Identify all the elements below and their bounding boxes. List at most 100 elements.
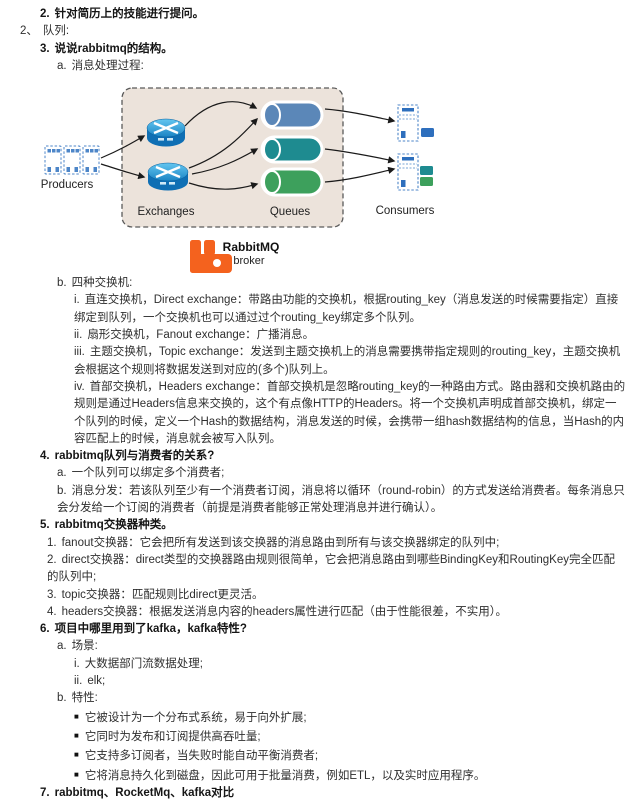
item-text: 项目中哪里用到了kafka，kafka特性? (54, 623, 247, 636)
item-marker: 2. (47, 553, 57, 566)
item-marker: 3. (40, 42, 50, 55)
rabbitmq-logo-icon (190, 240, 232, 274)
item-marker: b. (57, 484, 67, 497)
bullet-marker: ■ (74, 769, 79, 779)
item-text: 它支持多订阅者，当失败时能自动平衡消费者; (84, 750, 319, 763)
item-text: 直连交换机，Direct exchange：带路由功能的交换机，根据routin… (74, 294, 619, 324)
bullet-marker: ■ (74, 730, 79, 740)
item-marker: a. (57, 640, 67, 653)
exchange-arrows (184, 101, 259, 190)
outline-item: 2.direct交换器：direct类型的交换器路由规则很简单，它会把消息路由到… (0, 552, 640, 587)
outline-item: a. 消息处理过程: (0, 58, 640, 75)
item-marker: 7. (40, 786, 50, 799)
consumer-icon-top (397, 104, 419, 142)
queue-cylinder-green (260, 167, 324, 197)
item-marker: 6. (40, 623, 50, 636)
item-marker: 4. (40, 450, 50, 463)
item-marker: 4. (47, 605, 57, 618)
outline-item: i.直连交换机，Direct exchange：带路由功能的交换机，根据rout… (0, 292, 640, 327)
outline-item: b. 特性: (0, 690, 640, 707)
item-text: 针对简历上的技能进行提问。 (54, 8, 205, 20)
outline-item: 3. topic交换器：匹配规则比direct更灵活。 (0, 587, 640, 604)
diagram-canvas: Producers Exchanges Queues Consumers Rab… (41, 87, 435, 274)
outline-item: b. 四种交换机: (0, 275, 640, 292)
item-marker: 2、 (20, 25, 38, 38)
outline-item: b.消息分发：若该队列至少有一个消费者订阅，消息将以循环（round-robin… (0, 483, 640, 518)
item-text: 首部交换机，Headers exchange：首部交换机是忽略routing_k… (74, 380, 626, 445)
outline-item: 3. 说说rabbitmq的结构。 (0, 41, 640, 58)
consumer-icon-bottom (397, 153, 419, 191)
consumer-binding-green (420, 177, 433, 187)
item-marker: iv. (74, 380, 85, 393)
rabbitmq-architecture-diagram: Producers Exchanges Queues Consumers Rab… (0, 75, 640, 275)
item-marker: ii. (74, 329, 83, 342)
queue-cylinder-blue (260, 100, 324, 130)
item-marker: 5. (40, 519, 50, 532)
item-text: 扇形交换机，Fanout exchange：广播消息。 (87, 329, 315, 342)
item-text: 它被设计为一个分布式系统，易于向外扩展; (84, 711, 307, 724)
producer-arrows (100, 135, 146, 180)
queue-cylinder-teal (260, 135, 324, 164)
item-text: 特性: (71, 692, 98, 705)
exchanges-label: Exchanges (138, 206, 195, 218)
item-text: direct交换器：direct类型的交换器路由规则很简单，它会把消息路由到哪些… (47, 553, 615, 584)
outline-item: 2、队列: (0, 23, 640, 40)
outline-item: i. 大数据部门流数据处理; (0, 656, 640, 673)
item-marker: 3. (47, 588, 57, 601)
item-text: 场景: (71, 640, 98, 653)
item-marker: 1. (47, 536, 57, 549)
outline-item: 2. 针对简历上的技能进行提问。 (0, 6, 640, 23)
item-marker: a. (57, 59, 67, 72)
item-text: 消息分发：若该队列至少有一个消费者订阅，消息将以循环（round-robin）的… (57, 484, 625, 515)
item-text: 主题交换机，Topic exchange：发送到主题交换机上的消息需要携带指定规… (74, 346, 621, 376)
item-text: topic交换器：匹配规则比direct更灵活。 (61, 588, 264, 601)
outline-item: ■ 它支持多订阅者，当失败时能自动平衡消费者; (0, 746, 640, 765)
item-text: rabbitmq交换器种类。 (54, 519, 173, 532)
outline-item: ■ 它同时为发布和订阅提供高吞吐量; (0, 727, 640, 746)
consumers-label: Consumers (376, 205, 435, 217)
item-marker: b. (57, 277, 67, 290)
item-text: headers交换器：根据发送消息内容的headers属性进行匹配（由于性能很差… (61, 605, 507, 618)
consumer-binding-blue (421, 128, 434, 138)
item-marker: iii. (74, 346, 85, 359)
outline-item: ■它将消息持久化到磁盘，因此可用于批量消费，例如ETL，以及实时应用程序。 (0, 766, 640, 785)
item-marker: i. (74, 657, 80, 670)
outline-item: 7. rabbitmq、RocketMq、kafka对比 (0, 785, 640, 802)
outline-item: 1. fanout交换器：它会把所有发送到该交换器的消息路由到所有与该交换器绑定的… (0, 535, 640, 552)
item-text: 说说rabbitmq的结构。 (54, 42, 173, 55)
producers-label: Producers (41, 179, 94, 191)
outline-item: 4. rabbitmq队列与消费者的关系? (0, 448, 640, 465)
item-marker: 2. (40, 8, 50, 20)
outline-item: 6. 项目中哪里用到了kafka，kafka特性? (0, 621, 640, 638)
item-marker: a. (57, 467, 67, 480)
item-text: 大数据部门流数据处理; (84, 657, 203, 670)
outline-item: iii.主题交换机，Topic exchange：发送到主题交换机上的消息需要携… (0, 344, 640, 379)
item-text: 它同时为发布和订阅提供高吞吐量; (84, 730, 261, 743)
bullet-marker: ■ (74, 711, 79, 721)
item-marker: b. (57, 692, 67, 705)
exchange-icon-top (146, 118, 186, 147)
rabbitmq-logo-subtitle: broker (233, 255, 265, 267)
outline-item: 5. rabbitmq交换器种类。 (0, 517, 640, 534)
item-text: fanout交换器：它会把所有发送到该交换器的消息路由到所有与该交换器绑定的队列… (61, 536, 500, 549)
outline-item: 4. headers交换器：根据发送消息内容的headers属性进行匹配（由于性能… (0, 604, 640, 621)
item-text: elk; (87, 675, 106, 688)
producers-icon (44, 145, 100, 175)
exchange-icon-bottom (147, 162, 189, 191)
item-text: 一个队列可以绑定多个消费者; (71, 467, 225, 480)
outline-item: ii. elk; (0, 673, 640, 690)
item-text: rabbitmq队列与消费者的关系? (54, 450, 215, 463)
outline-item: a. 一个队列可以绑定多个消费者; (0, 465, 640, 482)
item-text: 四种交换机: (71, 277, 133, 290)
rabbitmq-logo-title: RabbitMQ (223, 240, 280, 254)
item-text: rabbitmq、RocketMq、kafka对比 (54, 786, 235, 799)
item-text: 消息处理过程: (71, 59, 144, 72)
outline-item: iv.首部交换机，Headers exchange：首部交换机是忽略routin… (0, 379, 640, 448)
bullet-marker: ■ (74, 750, 79, 760)
outline-item: ■ 它被设计为一个分布式系统，易于向外扩展; (0, 708, 640, 727)
outline-item: ii. 扇形交换机，Fanout exchange：广播消息。 (0, 327, 640, 344)
item-marker: i. (74, 294, 80, 307)
item-marker: ii. (74, 675, 83, 688)
consumer-binding-teal (420, 166, 433, 176)
